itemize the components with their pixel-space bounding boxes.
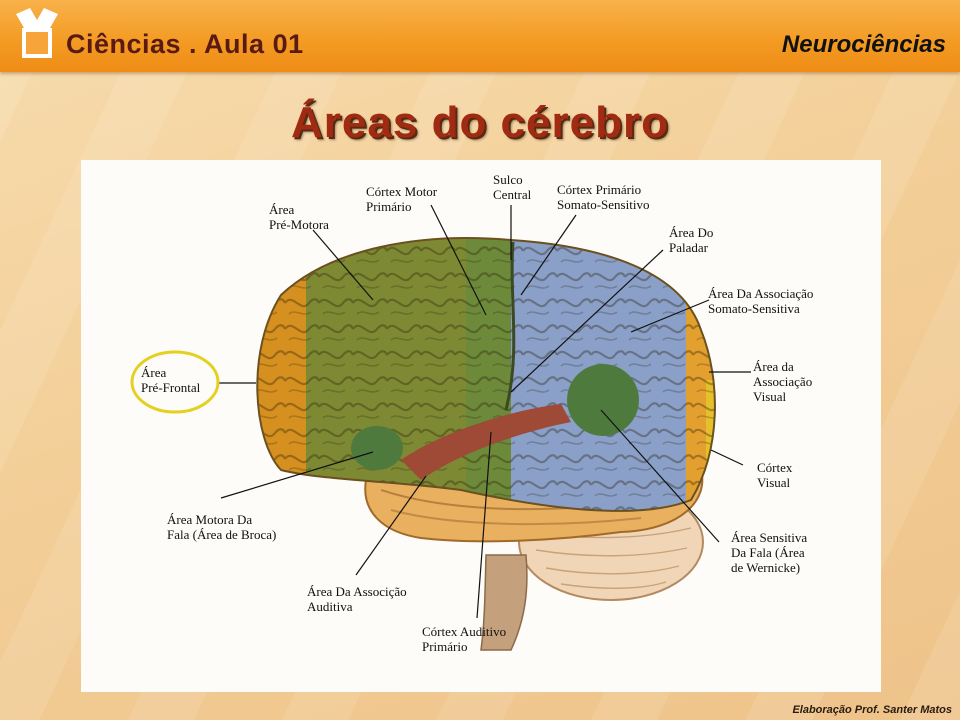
label-sulco-central: Sulco Central — [493, 172, 532, 202]
brainstem — [480, 554, 528, 651]
topic-title: Neurociências — [781, 31, 946, 58]
label-cortex-visual: Córtex Visual — [757, 460, 793, 490]
label-broca: Área Motora Da Fala (Área de Broca) — [167, 512, 277, 542]
label-paladar: Área Do Paladar — [669, 225, 714, 255]
course-title: Ciências . Aula 01 — [66, 29, 304, 59]
label-assoc-visual: Área da Associação Visual — [753, 359, 813, 404]
label-cortex-auditivo: Córtex Auditivo Primário — [422, 624, 507, 654]
header-bar: Ciências . Aula 01 Neurociências — [0, 0, 960, 72]
label-cortex-primario: Córtex Primário Somato-Sensitivo — [557, 182, 650, 212]
label-pre-motora: Área Pré-Motora — [269, 202, 329, 232]
label-assoc-somato: Área Da Associação Somato-Sensitiva — [708, 286, 814, 316]
logo-icon — [16, 8, 58, 58]
pointer-lines — [217, 204, 751, 619]
label-pre-frontal: Área Pré-Frontal — [141, 365, 201, 395]
wernicke-area — [567, 364, 639, 436]
highlight-ring — [130, 350, 220, 414]
brain-diagram: Área Pré-Motora Córtex Motor Primário Su… — [81, 160, 881, 692]
label-assoc-auditiva: Área Da Associção Auditiva — [307, 584, 407, 614]
brain-illustration — [130, 204, 751, 651]
label-wernicke: Área Sensitiva Da Fala (Área de Wernicke… — [731, 530, 808, 575]
auditory-cortex — [401, 404, 571, 480]
footer-credit: Elaboração Prof. Santer Matos — [792, 704, 952, 716]
label-cortex-motor: Córtex Motor Primário — [366, 184, 438, 214]
page-title: Áreas do cérebro — [291, 98, 669, 147]
broca-area — [351, 426, 403, 470]
